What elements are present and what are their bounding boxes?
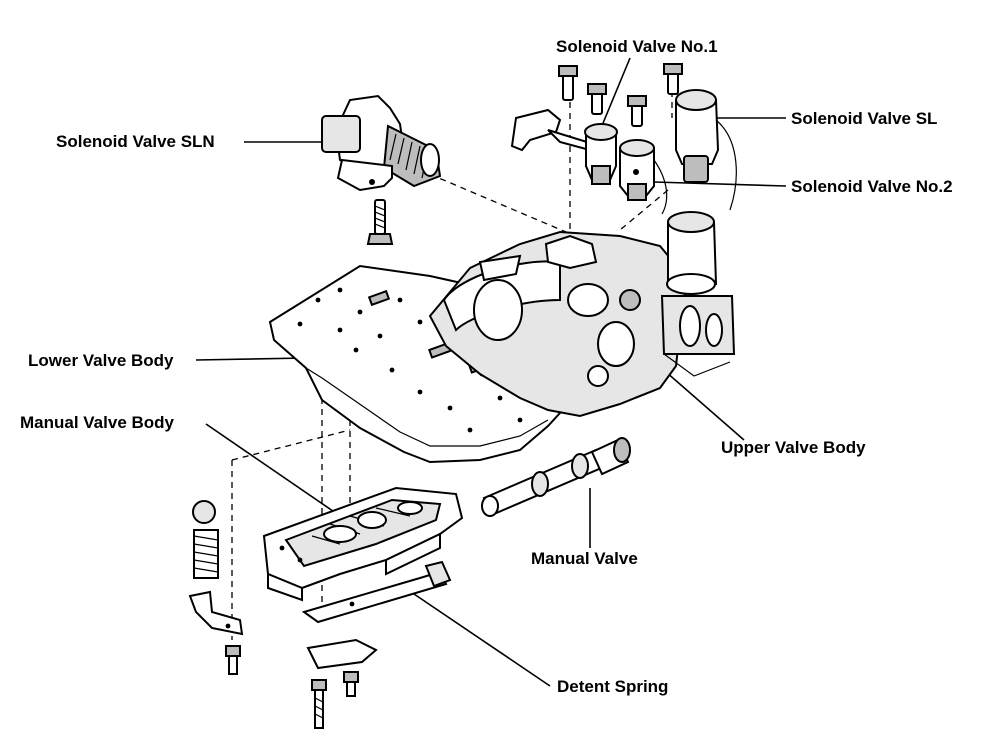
label-solenoid-valve-no1: Solenoid Valve No.1	[556, 37, 718, 56]
manual-valve-body	[262, 486, 464, 602]
bolts-bottom	[225, 645, 359, 729]
solenoid-valve-sl	[653, 89, 737, 215]
label-lower-valve-body: Lower Valve Body	[28, 351, 174, 370]
solenoid-valve-sln	[321, 94, 442, 192]
label-solenoid-valve-sl: Solenoid Valve SL	[791, 109, 937, 128]
solenoid-valve-no2	[619, 139, 655, 201]
label-detent-spring: Detent Spring	[557, 677, 668, 696]
check-ball-and-spring	[192, 500, 219, 579]
label-manual-valve: Manual Valve	[531, 549, 638, 568]
lower-bracket	[306, 638, 378, 670]
leader-lines	[195, 57, 787, 687]
detent-spring	[301, 560, 452, 624]
bolt-sln	[366, 199, 394, 245]
upper-valve-body	[428, 230, 688, 418]
bolts-top	[558, 63, 683, 127]
manual-valve	[481, 437, 631, 517]
label-solenoid-valve-no2: Solenoid Valve No.2	[791, 177, 953, 196]
solenoid-valve-no1	[584, 123, 618, 185]
label-upper-valve-body: Upper Valve Body	[721, 438, 866, 457]
label-solenoid-valve-sln: Solenoid Valve SLN	[56, 132, 215, 151]
solenoid-on-upper-body	[660, 211, 736, 377]
label-manual-valve-body: Manual Valve Body	[20, 413, 175, 432]
left-bracket	[188, 590, 244, 636]
